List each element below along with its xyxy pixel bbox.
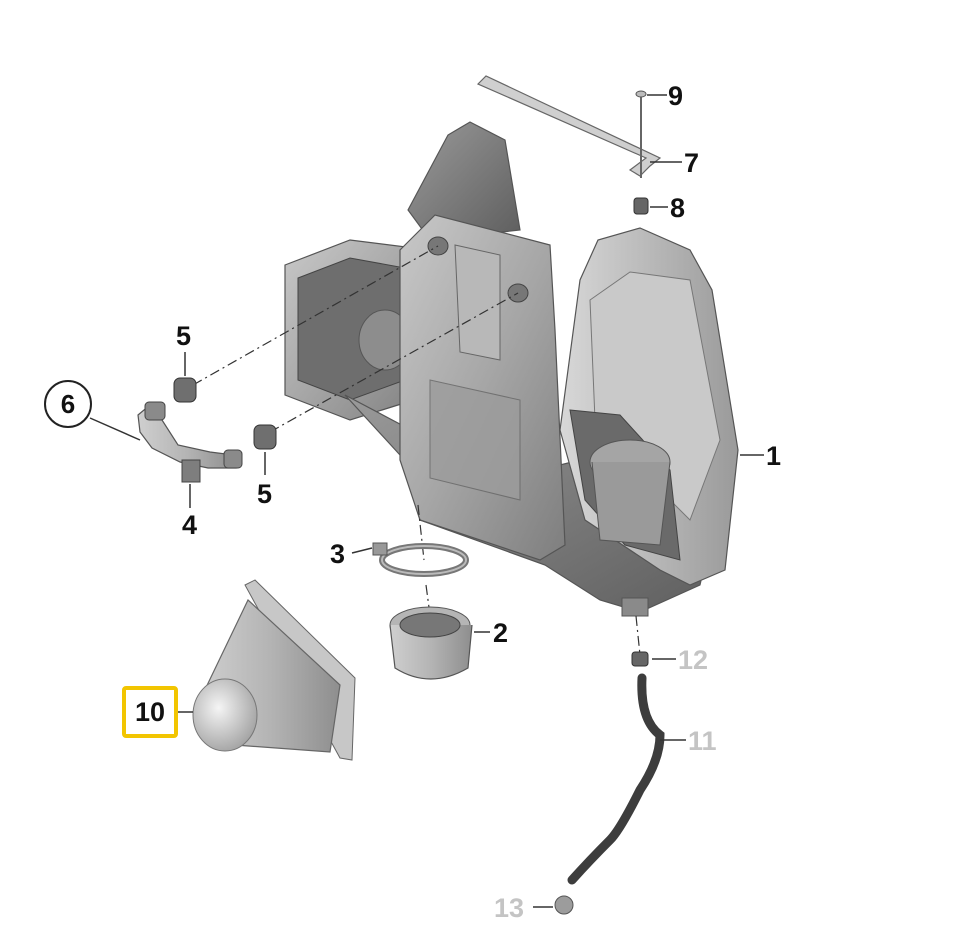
assembly-lines bbox=[192, 245, 641, 656]
drain-hose bbox=[554, 651, 665, 915]
callout-12: 12 bbox=[678, 645, 709, 675]
callout-5-upper: 5 bbox=[176, 321, 192, 351]
callout-8: 8 bbox=[670, 193, 686, 223]
callout-2: 2 bbox=[493, 618, 509, 648]
callout-5-lower: 5 bbox=[257, 479, 273, 509]
callout-11: 11 bbox=[688, 726, 717, 756]
callout-10-highlighted: 10 bbox=[122, 686, 178, 738]
bracket-assembly bbox=[476, 75, 662, 215]
intake-connector bbox=[389, 606, 473, 680]
callout-3: 3 bbox=[330, 539, 346, 569]
callout-1: 1 bbox=[766, 441, 782, 471]
callout-13: 13 bbox=[494, 893, 525, 923]
callout-9: 9 bbox=[668, 81, 684, 111]
hose-clamp bbox=[372, 542, 469, 577]
air-filter-housing bbox=[284, 121, 739, 617]
callout-6: 6 bbox=[44, 380, 92, 428]
callout-7: 7 bbox=[684, 148, 700, 178]
hose-bracket-assembly bbox=[137, 377, 277, 483]
callout-4: 4 bbox=[182, 510, 198, 540]
intake-cone bbox=[192, 579, 356, 761]
leader-lines bbox=[89, 94, 764, 908]
